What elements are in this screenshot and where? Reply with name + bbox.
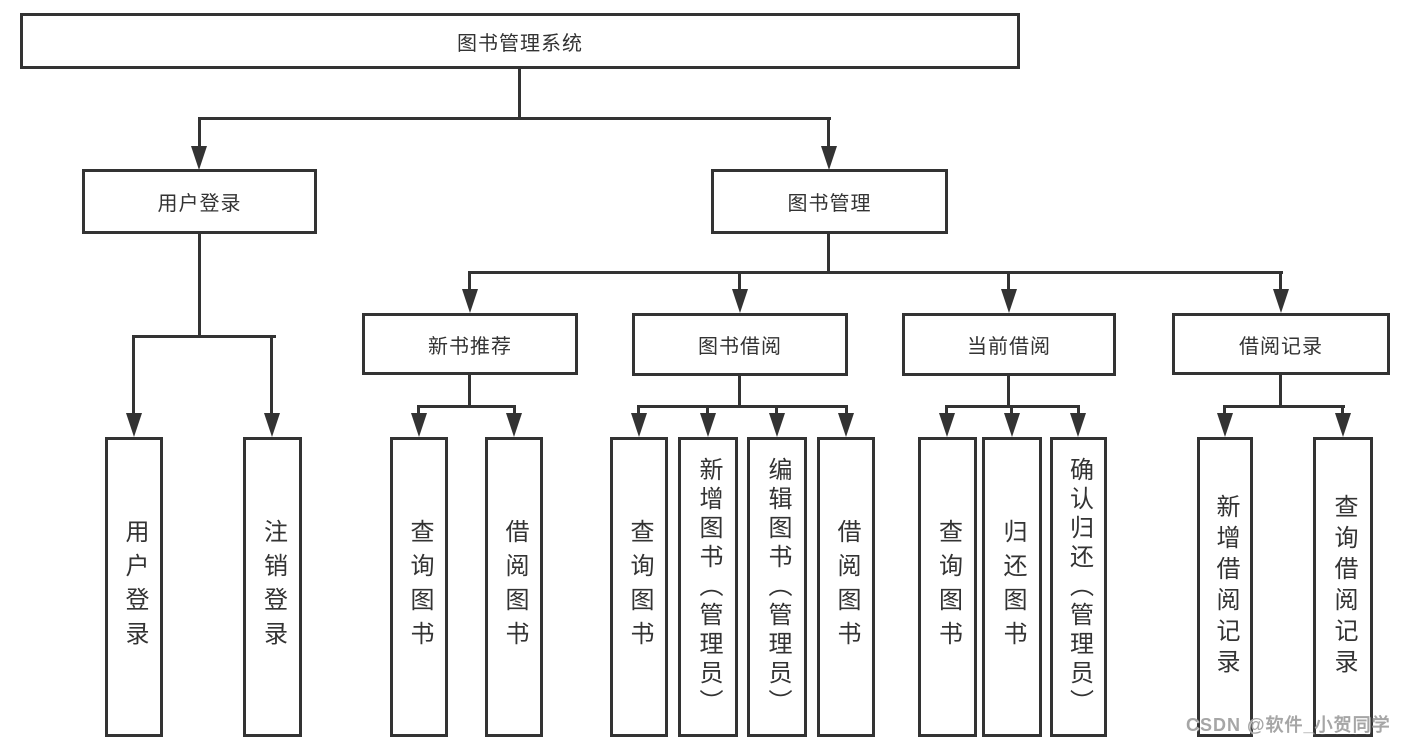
node-cb-confirm-return-admin: 确认归还（管理员） [1050, 437, 1107, 737]
node-label: 确认归还（管理员） [1065, 456, 1093, 718]
connector-level3-shaft [738, 271, 741, 291]
arrow-down-icon [264, 413, 280, 437]
arrow-down-icon [1001, 289, 1017, 313]
connector-nbr-shaft [513, 405, 516, 417]
node-bb-query-books: 查询图书 [610, 437, 668, 737]
arrow-down-icon [506, 413, 522, 437]
node-label: 注销登录 [259, 519, 287, 655]
arrow-down-icon [191, 146, 207, 170]
node-label: 借阅图书 [501, 519, 528, 655]
node-label: 借阅记录 [1239, 335, 1323, 358]
connector-bb-shaft [637, 405, 640, 417]
node-label: 归还图书 [999, 519, 1026, 655]
node-label: 图书管理系统 [457, 32, 583, 55]
connector-bb-bar [637, 405, 848, 408]
connector-cb-stem [1007, 374, 1010, 408]
node-label: 新增借阅记录 [1212, 494, 1239, 680]
node-label: 查询图书 [934, 519, 962, 655]
connector-userlogin-bar [132, 335, 276, 338]
arrow-down-icon [732, 289, 748, 313]
connector-br-shaft [1223, 405, 1226, 417]
arrow-down-icon [1273, 289, 1289, 313]
connector-level3-bar [468, 271, 1283, 274]
arrow-down-icon [769, 413, 785, 437]
arrow-down-icon [1070, 413, 1086, 437]
node-label: 编辑图书（管理员） [764, 456, 791, 718]
node-current-borrowing: 当前借阅 [902, 313, 1116, 376]
node-label: 用户登录 [157, 193, 242, 215]
node-bb-add-books-admin: 新增图书（管理员） [678, 437, 738, 737]
connector-level3-shaft [468, 271, 471, 291]
arrow-down-icon [1217, 413, 1233, 437]
node-bb-borrow-books: 借阅图书 [817, 437, 875, 737]
arrow-down-icon [1004, 413, 1020, 437]
connector-userlogin-shaft-right [270, 335, 273, 415]
connector-level2-shaft-right [827, 117, 830, 148]
arrow-down-icon [1335, 413, 1351, 437]
connector-cb-shaft [1010, 405, 1013, 417]
node-label: 新书推荐 [428, 335, 512, 358]
connector-br-shaft [1341, 405, 1344, 417]
arrow-down-icon [411, 413, 427, 437]
node-label: 新增图书（管理员） [695, 456, 722, 718]
connector-userlogin-stem [198, 231, 201, 338]
connector-level3-shaft [1007, 271, 1010, 291]
csdn-watermark: CSDN @软件_小贺同学 [1186, 715, 1391, 735]
node-new-book-recommend: 新书推荐 [362, 313, 578, 375]
connector-cb-shaft [945, 405, 948, 417]
connector-bb-shaft [845, 405, 848, 417]
node-book-management: 图书管理 [711, 169, 948, 234]
node-root-system: 图书管理系统 [20, 13, 1020, 69]
arrow-down-icon [462, 289, 478, 313]
connector-bb-shaft [775, 405, 778, 417]
node-cb-return-books: 归还图书 [982, 437, 1042, 737]
node-book-borrowing: 图书借阅 [632, 313, 848, 376]
arrow-down-icon [821, 146, 837, 170]
connector-bb-shaft [706, 405, 709, 417]
arrow-down-icon [838, 413, 854, 437]
arrow-down-icon [126, 413, 142, 437]
node-user-login-leaf: 用户登录 [105, 437, 163, 737]
connector-br-bar [1223, 405, 1345, 408]
node-user-login: 用户登录 [82, 169, 317, 234]
connector-br-stem [1279, 375, 1282, 408]
connector-userlogin-shaft-left [132, 335, 135, 415]
node-nbr-borrow-books: 借阅图书 [485, 437, 543, 737]
connector-level2-shaft-left [198, 117, 201, 148]
connector-root-stem [518, 68, 521, 120]
connector-nbr-bar [417, 405, 516, 408]
arrow-down-icon [939, 413, 955, 437]
node-label: 图书借阅 [698, 336, 782, 358]
node-label: 当前借阅 [967, 336, 1051, 358]
connector-cb-shaft [1077, 405, 1080, 417]
node-bb-edit-books-admin: 编辑图书（管理员） [747, 437, 807, 737]
node-label: 查询图书 [626, 519, 653, 655]
node-cb-query-books: 查询图书 [918, 437, 977, 737]
node-nbr-query-books: 查询图书 [390, 437, 448, 737]
node-logout: 注销登录 [243, 437, 302, 737]
connector-bb-stem [738, 374, 741, 408]
arrow-down-icon [700, 413, 716, 437]
node-borrowing-records: 借阅记录 [1172, 313, 1390, 375]
connector-level3-shaft [1279, 271, 1282, 291]
node-label: 查询图书 [406, 519, 433, 655]
node-label: 借阅图书 [833, 519, 860, 655]
node-label: 图书管理 [787, 193, 872, 215]
node-label: 用户登录 [121, 519, 148, 655]
connector-level2-bar [198, 117, 831, 120]
arrow-down-icon [631, 413, 647, 437]
connector-bookmgmt-stem [827, 233, 830, 274]
node-br-add-record: 新增借阅记录 [1197, 437, 1253, 737]
node-br-query-record: 查询借阅记录 [1313, 437, 1373, 737]
node-label: 查询借阅记录 [1330, 494, 1357, 680]
connector-nbr-shaft [417, 405, 420, 417]
connector-nbr-stem [468, 374, 471, 408]
